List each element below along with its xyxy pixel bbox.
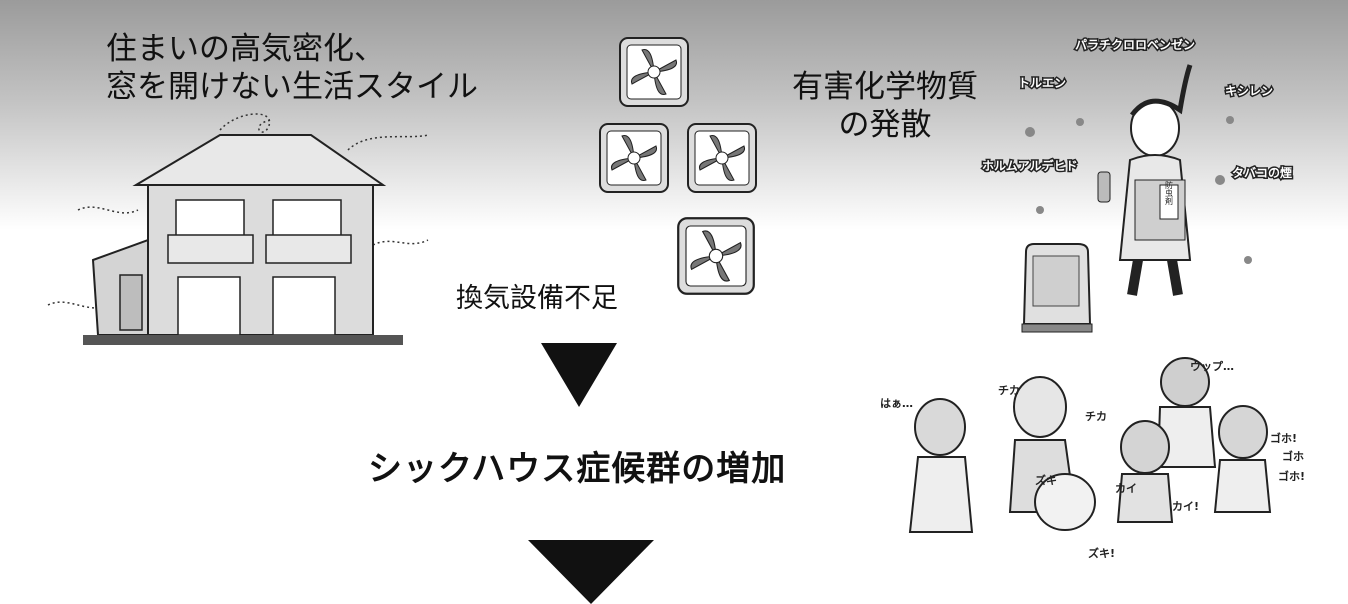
chemical-label-formaldehyde: ホルムアルデヒド [981,158,1080,175]
itch-label-2: カイ! [1172,500,1199,513]
ventilation-fan-icon [677,217,755,295]
nausea-label: ウップ… [1190,359,1234,373]
heading-line-1: 住まいの高気密化、 [106,31,385,67]
sick-people-illustration: はぁ… チカ チカ ウップ… ズキ ズキ! ゴホ! ゴホ! ゴホ カイ カイ! [880,357,1305,560]
heading-line-2: 窓を開けない生活スタイル [106,69,478,105]
chemical-label-xylene: キシレン [1223,83,1274,100]
chemical-label-tobacco-smoke: タバコの煙 [1230,165,1293,182]
sick-house-syndrome-label: シックハウス症候群の増加 [368,449,787,489]
chemical-label-toluene: トルエン [1016,75,1067,92]
flicker-label-1: チカ [998,384,1020,397]
ventilation-shortage-label: 換気設備不足 [456,283,618,314]
sigh-sound-label: はぁ… [880,397,913,410]
ventilation-fan-icon [619,37,689,107]
cough-label-3: ゴホ [1282,449,1304,463]
living-style-heading: 住まいの高気密化、 窓を開けない生活スタイル [106,30,478,106]
throb-label-1: ズキ [1035,473,1057,487]
throb-label-2: ズキ! [1088,546,1115,560]
chemical-label-paradichlorobenzene: パラチクロロベンゼン [1073,37,1196,54]
air-purifier-icon [1021,243,1093,333]
ventilation-fan-icon [599,123,669,193]
flicker-label-2: チカ [1085,410,1107,423]
ventilation-fan-icon [687,123,757,193]
chemicals-title: 有害化学物質 の発散 [780,68,990,144]
insecticide-label: 防虫剤 [1165,180,1174,206]
cough-label-1: ゴホ! [1270,431,1297,445]
chemicals-title-line-1: 有害化学物質 [792,69,978,105]
itch-label-1: カイ [1115,482,1137,495]
cough-label-2: ゴホ! [1278,469,1305,483]
arrow-down-icon [528,540,654,604]
arrow-down-icon [541,343,617,407]
chemicals-title-line-2: の発散 [838,107,932,143]
house-illustration [47,113,429,345]
woman-with-spray-illustration: 防虫剤 [1025,64,1252,296]
